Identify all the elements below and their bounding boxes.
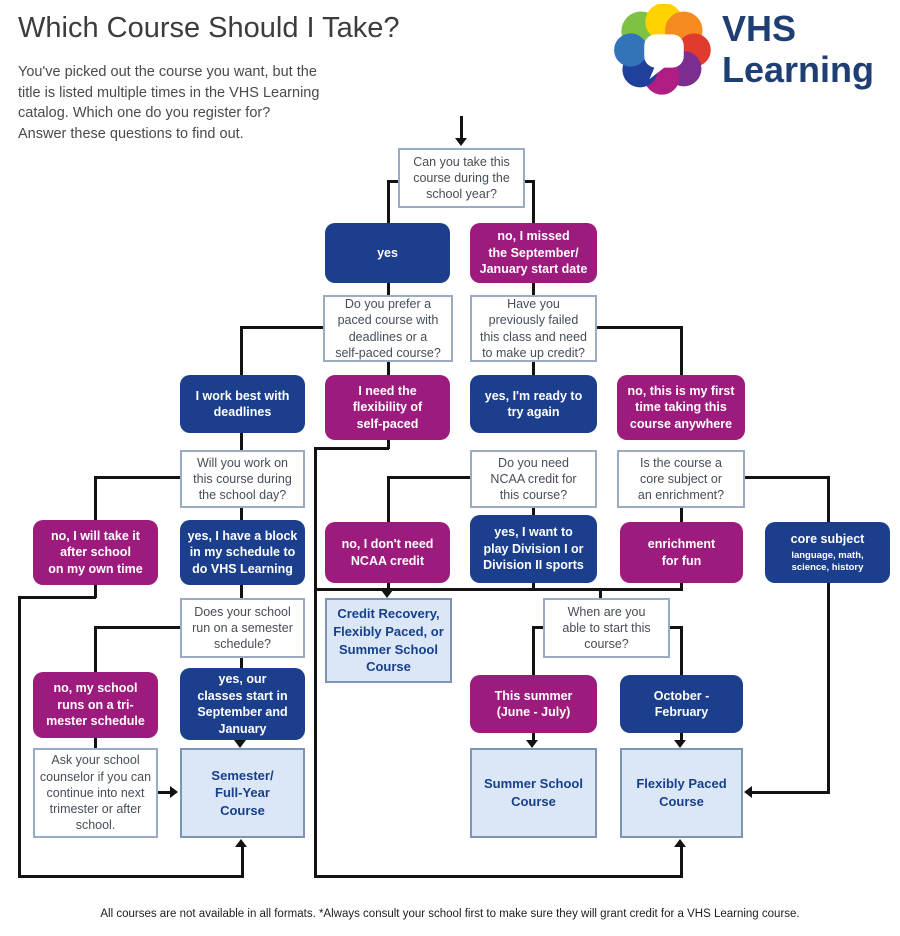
flow-connector (387, 583, 390, 591)
flow-connector (94, 626, 97, 672)
flow-node-r-credit-recovery: Credit Recovery, Flexibly Paced, or Summ… (325, 598, 452, 683)
vhs-learning-logo-icon (614, 4, 711, 95)
flow-connector (532, 508, 535, 515)
flow-connector (387, 283, 390, 295)
arrow-down-icon (234, 740, 246, 748)
flow-node-q-failed: Have you previously failed this class an… (470, 295, 597, 362)
arrow-down-icon (455, 138, 467, 146)
flow-connector (314, 447, 389, 450)
flow-node-a-enrichment: enrichment for fun (620, 522, 743, 583)
flow-node-a-oct-feb: October - February (620, 675, 743, 733)
arrow-up-icon (674, 839, 686, 847)
flow-node-a-block: yes, I have a block in my schedule to do… (180, 520, 305, 585)
flow-connector (240, 658, 243, 668)
intro-paragraph: You've picked out the course you want, b… (18, 64, 320, 142)
flow-node-q-when-start: When are you able to start this course? (543, 598, 670, 658)
flow-node-q-core: Is the course a core subject or an enric… (617, 450, 745, 508)
flow-connector (827, 476, 830, 522)
flow-connector (387, 180, 400, 183)
arrow-right-icon (170, 786, 178, 798)
flow-node-r-summer-school: Summer School Course (470, 748, 597, 838)
brand-line1: VHS (722, 8, 797, 49)
flow-connector (532, 362, 535, 375)
flow-connector (240, 326, 243, 375)
flow-node-a-trimester: no, my school runs on a tri- mester sche… (33, 672, 158, 738)
flow-connector (387, 180, 390, 223)
flow-connector (532, 626, 535, 675)
flow-node-r-flexibly-paced: Flexibly Paced Course (620, 748, 743, 838)
flow-connector (240, 508, 243, 520)
flow-connector (667, 626, 683, 629)
arrow-down-icon (674, 740, 686, 748)
flow-node-a-try-again: yes, I'm ready to try again (470, 375, 597, 433)
flow-connector (387, 476, 390, 522)
flow-connector (18, 875, 244, 878)
flow-connector (680, 583, 683, 590)
flow-connector (18, 596, 21, 877)
flow-connector (387, 476, 471, 479)
flow-connector (599, 588, 602, 598)
flow-node-q-prefer: Do you prefer a paced course with deadli… (323, 295, 453, 362)
flow-connector (241, 846, 244, 876)
flow-connector (240, 585, 243, 598)
flow-connector (314, 875, 683, 878)
flow-connector (827, 583, 830, 794)
flow-connector (680, 508, 683, 522)
flow-node-a-core-subject: core subject language, math, science, hi… (765, 522, 890, 583)
flow-connector (532, 626, 545, 629)
flow-node-a-sep-jan: yes, our classes start in September and … (180, 668, 305, 740)
flow-connector (314, 447, 317, 877)
flow-connector (94, 476, 97, 520)
flow-connector (752, 791, 830, 794)
arrow-left-icon (744, 786, 752, 798)
flow-connector (94, 585, 97, 598)
flow-connector (524, 180, 535, 183)
arrow-up-icon (235, 839, 247, 847)
flow-node-a-no-missed: no, I missed the September/ January star… (470, 223, 597, 283)
flow-connector (596, 326, 682, 329)
arrow-down-icon (526, 740, 538, 748)
page-title: Which Course Should I Take? (18, 12, 400, 44)
flow-node-a-deadlines: I work best with deadlines (180, 375, 305, 433)
flow-node-q-school-day: Will you work on this course during the … (180, 450, 305, 508)
flow-connector (158, 791, 172, 794)
flow-connector (94, 476, 181, 479)
flow-node-q-counselor: Ask your school counselor if you can con… (33, 748, 158, 838)
flow-connector (532, 180, 535, 223)
flow-connector (240, 326, 325, 329)
flow-connector (94, 626, 181, 629)
flow-node-a-yes: yes (325, 223, 450, 283)
flow-node-q-semester: Does your school run on a semester sched… (180, 598, 305, 658)
flow-node-a-this-summer: This summer (June - July) (470, 675, 597, 733)
flow-connector (18, 596, 96, 599)
flow-connector (314, 588, 683, 591)
flow-connector (460, 116, 463, 140)
flow-connector (680, 846, 683, 876)
brand-line2: Learning (722, 49, 875, 91)
flow-node-a-division: yes, I want to play Division I or Divisi… (470, 515, 597, 583)
flow-node-a-flexibility: I need the flexibility of self-paced (325, 375, 450, 440)
flow-connector (387, 362, 390, 375)
flow-connector (680, 626, 683, 675)
flow-node-q-ncaa: Do you need NCAA credit for this course? (470, 450, 597, 508)
flow-node-q-can-take: Can you take this course during the scho… (398, 148, 525, 208)
flow-node-a-after-school: no, I will take it after school on my ow… (33, 520, 158, 585)
flow-node-a-no-ncaa: no, I don't need NCAA credit (325, 522, 450, 583)
arrow-down-icon (381, 590, 393, 598)
flow-node-a-first-time: no, this is my first time taking this co… (617, 375, 745, 440)
flow-connector (680, 326, 683, 375)
flow-node-r-semester-full-year: Semester/ Full-Year Course (180, 748, 305, 838)
flow-connector (532, 733, 535, 741)
flow-connector (387, 440, 390, 449)
flow-connector (94, 738, 97, 748)
core-subject-label: core subject (790, 531, 865, 546)
footer-note: All courses are not available in all for… (100, 908, 800, 920)
flow-connector (680, 733, 683, 741)
flow-connector (532, 583, 535, 590)
flow-connector (240, 433, 243, 450)
flow-connector (532, 283, 535, 295)
flow-connector (744, 476, 829, 479)
core-subject-sublabel: language, math, science, history (791, 550, 864, 574)
